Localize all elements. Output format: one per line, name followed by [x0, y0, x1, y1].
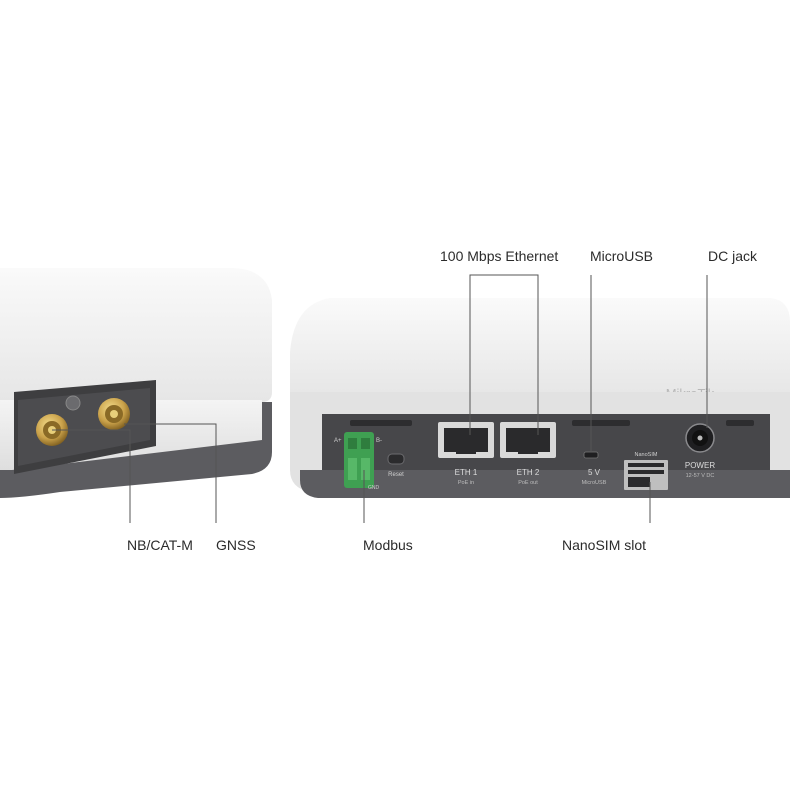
nanosim-print: NanoSIM	[635, 452, 658, 458]
eth2-print: ETH 2	[517, 468, 540, 477]
dc-jack-icon	[685, 423, 715, 453]
nanosim-slot-icon	[624, 460, 668, 490]
callout-nbcatm: NB/CAT-M	[127, 537, 193, 553]
callout-modbus: Modbus	[363, 537, 413, 553]
usb-sub-print: MicroUSB	[582, 480, 607, 486]
eth1-port-icon	[438, 422, 494, 458]
left-device-top	[0, 268, 272, 402]
eth1-sub-print: PoE in	[458, 480, 474, 486]
modbus-b-print: B-	[376, 438, 382, 444]
callout-gnss: GNSS	[216, 537, 256, 553]
eth2-sub-print: PoE out	[518, 480, 538, 486]
callout-ethernet: 100 Mbps Ethernet	[440, 248, 559, 264]
right-device: MikroTik A+ B- GND Reset	[290, 298, 790, 498]
right-device-top	[290, 298, 790, 396]
modbus-terminal-icon	[344, 432, 374, 488]
callout-dc-jack: DC jack	[708, 248, 758, 264]
nbcatm-leader	[52, 429, 131, 523]
gnss-connector-icon	[98, 398, 130, 430]
eth1-print: ETH 1	[455, 468, 478, 477]
reset-button-icon	[387, 453, 405, 465]
left-device	[0, 268, 272, 498]
modbus-gnd-print: GND	[368, 485, 380, 491]
modbus-a-print: A+	[334, 438, 342, 444]
gnss-leader	[124, 423, 217, 523]
power-print: POWER	[685, 461, 715, 470]
callout-nanosim: NanoSIM slot	[562, 537, 647, 553]
antenna-screw-icon	[65, 395, 81, 411]
reset-print: Reset	[388, 472, 404, 478]
vent-slot	[572, 420, 630, 426]
leader-lines	[52, 274, 708, 523]
eth2-port-icon	[500, 422, 556, 458]
vent-slot	[726, 420, 754, 426]
microusb-port-icon	[583, 451, 599, 459]
vent-slot	[350, 420, 412, 426]
ethernet-leader	[469, 274, 539, 435]
usb-print: 5 V	[588, 468, 601, 477]
callout-microusb: MicroUSB	[590, 248, 654, 264]
power-sub-print: 12-57 V DC	[686, 473, 715, 479]
